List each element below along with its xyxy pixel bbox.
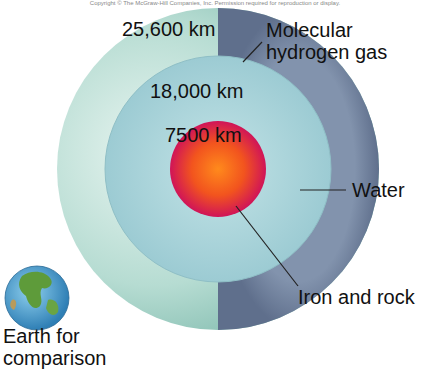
leader-line <box>243 42 262 62</box>
dimension-label: 7500 km <box>165 124 275 146</box>
earth-land <box>10 300 16 310</box>
leader-line <box>236 206 298 286</box>
dimension-label: 25,600 km <box>122 18 252 40</box>
dimension-label: 18,000 km <box>150 80 270 102</box>
layer-label: Molecular hydrogen gas <box>266 19 424 63</box>
layer-label: Water <box>352 179 424 201</box>
copyright-note: Copyright © The McGraw-Hill Companies, I… <box>60 0 370 7</box>
comparison-label: Earth for comparison <box>3 325 123 369</box>
leader-line <box>300 189 346 190</box>
earth-land <box>19 272 52 308</box>
earth-land <box>46 300 58 315</box>
earth-globe <box>5 266 69 330</box>
layer-label: Iron and rock <box>298 286 424 308</box>
water-layer <box>105 56 331 282</box>
